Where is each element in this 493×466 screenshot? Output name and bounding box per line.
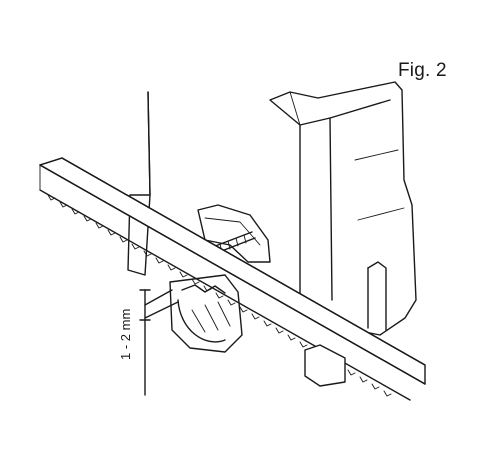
motor-housing	[269, 81, 417, 336]
pinion-gear	[169, 274, 243, 353]
dimension-callout	[139, 289, 179, 396]
rack	[39, 157, 426, 401]
base-plate	[127, 91, 151, 276]
dimension-label: 1 - 2 mm	[118, 308, 133, 360]
fig-label: Fig. 2	[398, 60, 447, 81]
housing-foot	[304, 344, 346, 387]
bracket	[197, 204, 271, 263]
